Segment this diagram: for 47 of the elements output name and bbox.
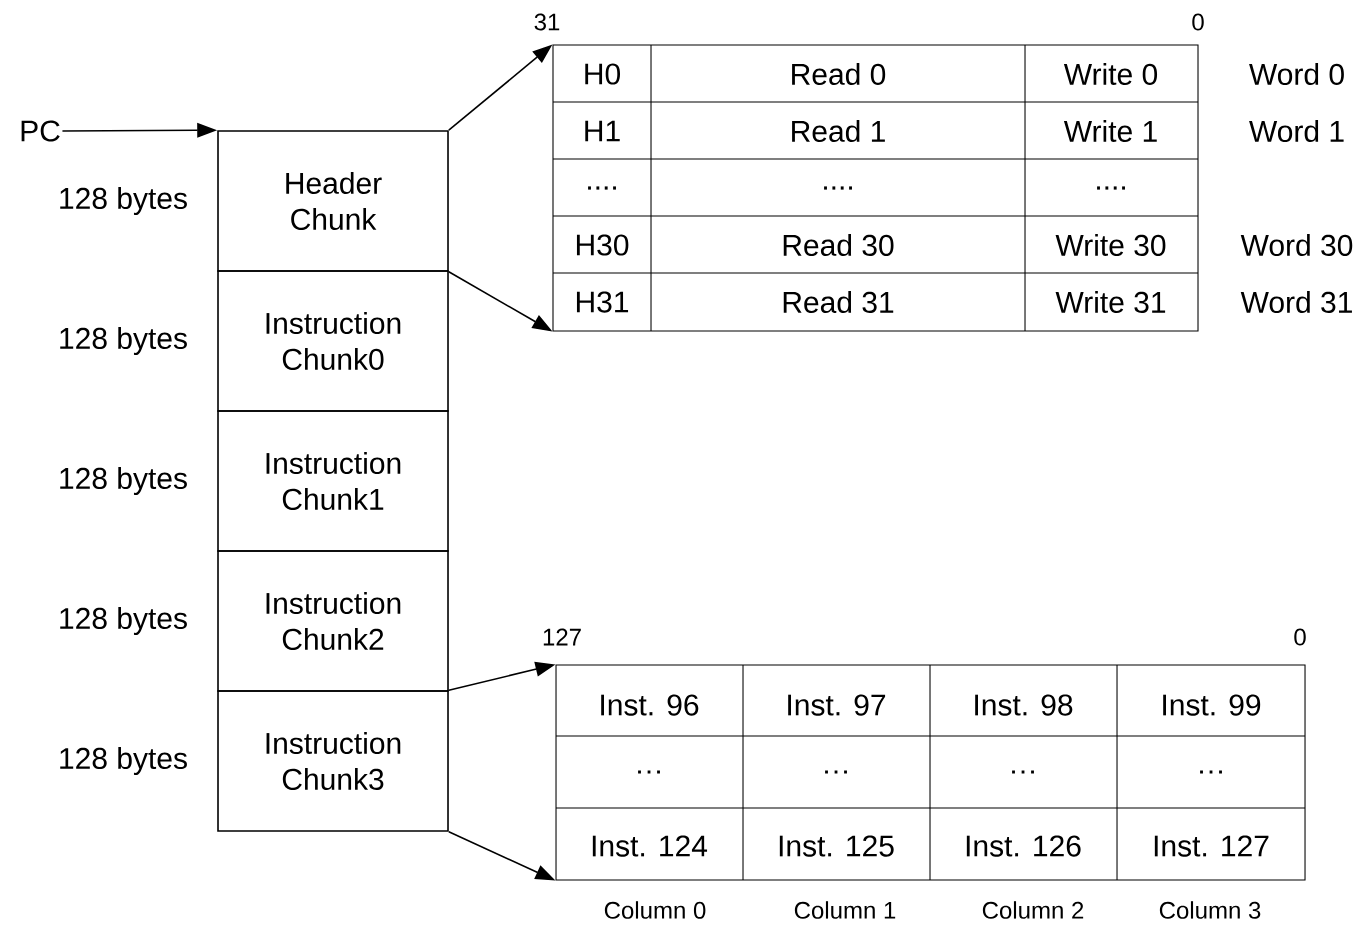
table-entry: .... [588,186,616,190]
size-label: 128 bytes [60,747,187,775]
word-table [552,44,1199,332]
table-entry: Inst. 97 [788,694,886,716]
size-label: 128 bytes [60,467,187,495]
row-label: Word 0 [1249,63,1344,85]
row-label: Word 1 [1249,120,1344,142]
size-label: 128 bytes [60,327,187,355]
table-entry: .... [824,186,852,190]
table-entry: Read 31 [783,291,894,313]
register-label: PC [21,120,60,142]
table-entry: Inst. 126 [966,835,1081,857]
table-entry: … [825,770,847,774]
size-label: 128 bytes [60,187,187,215]
memory-chunk-box: Instruction Chunk2 [217,550,449,692]
table-entry: Read 1 [792,120,885,142]
memory-chunk-box: Header Chunk [217,130,449,272]
table-entry: Inst. 99 [1163,694,1261,716]
table-entry: H30 [576,234,629,256]
table-entry: Write 1 [1063,120,1157,142]
memory-chunk-box: Instruction Chunk0 [217,270,449,412]
bit-index: 31 [534,13,560,31]
table-entry: Read 0 [792,63,886,85]
table-entry: Inst. 124 [592,835,708,857]
table-entry: Write 0 [1063,63,1158,85]
table-entry: … [1012,770,1034,774]
table-entry: Write 30 [1055,234,1166,256]
row-label: Word 30 [1240,234,1353,256]
table-entry: H1 [585,120,620,142]
table-entry: Inst. 127 [1154,835,1269,857]
table-entry: … [638,770,660,774]
table-entry: Inst. 125 [779,835,894,857]
memory-chunk-box: Instruction Chunk3 [217,690,449,832]
table-entry: H31 [576,291,629,313]
table-entry: Write 31 [1055,291,1166,313]
row-label: Word 31 [1240,291,1352,313]
table-entry: … [1200,770,1222,774]
memory-chunk-box: Instruction Chunk1 [217,410,449,552]
size-label: 128 bytes [60,607,187,635]
bit-index: 0 [1192,13,1204,31]
table-entry: H0 [585,63,620,85]
table-entry: .... [1097,186,1125,190]
table-entry: Inst. 98 [975,694,1073,716]
table-entry: Read 30 [783,234,894,256]
bit-index: 127 [543,628,581,646]
word-table [555,664,1306,881]
table-entry: Inst. 96 [601,694,699,716]
